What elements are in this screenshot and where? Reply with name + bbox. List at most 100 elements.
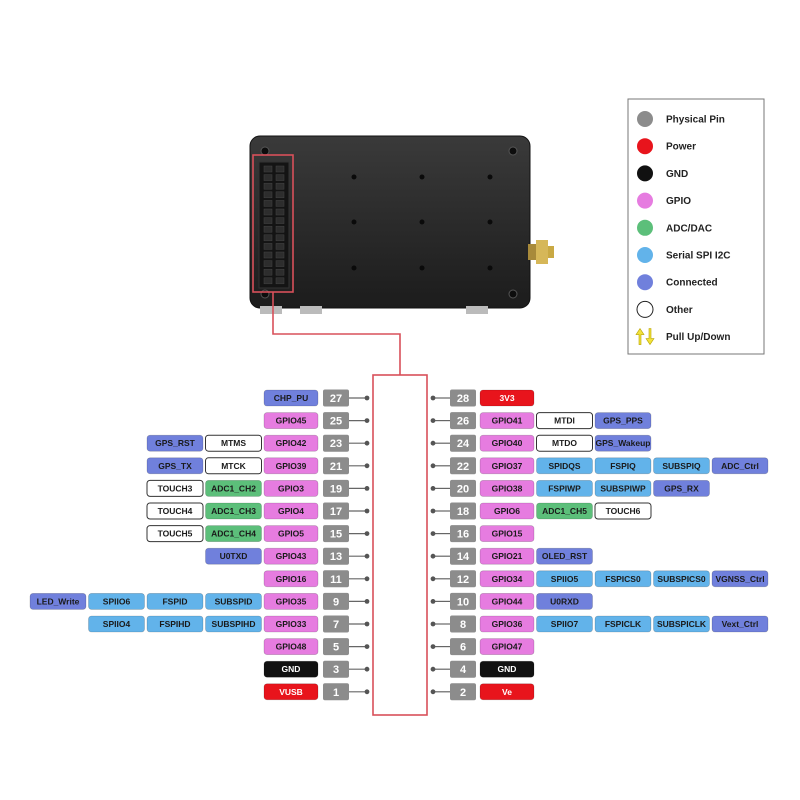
pin-number: 3 xyxy=(323,660,349,678)
pin-label: GPIO5 xyxy=(263,525,319,542)
pin-number: 1 xyxy=(323,683,349,701)
svg-text:GPIO43: GPIO43 xyxy=(276,551,307,561)
svg-text:GPIO47: GPIO47 xyxy=(492,642,523,652)
legend-swatch-other xyxy=(636,300,654,318)
pin-label: SUBSPICS0 xyxy=(653,570,710,588)
pin-row-28: 28 3V3 xyxy=(430,389,535,407)
legend-item-gpio: GPIO xyxy=(637,192,691,209)
legend-swatch-gpio xyxy=(637,192,653,209)
device-enclosure xyxy=(249,135,554,314)
svg-text:9: 9 xyxy=(333,596,339,608)
svg-text:GPIO16: GPIO16 xyxy=(276,574,307,584)
pin-number: 14 xyxy=(450,547,476,565)
pin-label: GPS_Wakeup xyxy=(594,434,652,452)
pin-header-connector xyxy=(258,161,290,289)
svg-text:SUBSPIHD: SUBSPIHD xyxy=(212,619,256,629)
pin-number: 5 xyxy=(323,638,349,656)
pin-label: ADC_Ctrl xyxy=(711,457,769,475)
pin-label: CHP_PU xyxy=(263,389,319,407)
svg-text:GPIO34: GPIO34 xyxy=(492,574,523,584)
svg-text:GPIO41: GPIO41 xyxy=(492,416,523,426)
pin-label: SUBSPIQ xyxy=(653,457,710,475)
pin-label: GPIO43 xyxy=(263,547,319,565)
pin-label: ADC1_CH5 xyxy=(536,502,593,520)
pin-label: MTCK xyxy=(205,457,262,475)
pin-label: U0RXD xyxy=(536,593,593,610)
legend-label: GND xyxy=(666,169,688,180)
svg-text:ADC1_CH4: ADC1_CH4 xyxy=(211,529,256,539)
svg-text:22: 22 xyxy=(457,461,469,473)
pin-number: 8 xyxy=(450,615,476,633)
svg-text:U0RXD: U0RXD xyxy=(550,596,579,606)
svg-text:GPS_RST: GPS_RST xyxy=(155,438,195,448)
pin-label: TOUCH5 xyxy=(146,525,204,543)
legend-label: Physical Pin xyxy=(666,115,725,126)
svg-text:GPIO35: GPIO35 xyxy=(276,596,307,606)
svg-text:FSPID: FSPID xyxy=(162,596,187,606)
svg-text:4: 4 xyxy=(460,664,467,676)
pin-label: GND xyxy=(263,660,319,678)
svg-text:SPIIO6: SPIIO6 xyxy=(103,596,131,606)
pin-label: GPIO21 xyxy=(479,547,535,565)
legend-swatch-serial xyxy=(637,247,653,263)
svg-text:27: 27 xyxy=(330,393,342,405)
pin-label: FSPICLK xyxy=(594,615,652,633)
svg-text:14: 14 xyxy=(457,551,470,563)
svg-text:SUBSPID: SUBSPID xyxy=(215,596,253,606)
pin-label: U0TXD xyxy=(205,547,262,565)
svg-text:SUBSPIQ: SUBSPIQ xyxy=(662,461,701,471)
pin-number: 16 xyxy=(450,525,476,543)
svg-text:TOUCH4: TOUCH4 xyxy=(158,506,193,516)
legend-swatch-connected xyxy=(637,274,653,291)
antenna-connector-icon xyxy=(528,240,554,264)
svg-text:2: 2 xyxy=(460,687,466,699)
pin-label: GPIO33 xyxy=(263,615,319,633)
svg-text:ADC1_CH3: ADC1_CH3 xyxy=(211,506,256,516)
legend-item-serial: Serial SPI I2C xyxy=(637,247,730,263)
svg-text:MTMS: MTMS xyxy=(221,438,246,448)
svg-text:26: 26 xyxy=(457,416,469,428)
svg-text:MTDI: MTDI xyxy=(554,416,575,426)
svg-text:GPIO40: GPIO40 xyxy=(492,438,523,448)
pin-number: 12 xyxy=(450,570,476,588)
svg-text:SUBSPICS0: SUBSPICS0 xyxy=(657,574,705,584)
svg-text:LED_Write: LED_Write xyxy=(37,596,80,606)
svg-text:12: 12 xyxy=(457,574,469,586)
pin-label: Vext_Ctrl xyxy=(711,615,769,633)
pin-label: FSPIWP xyxy=(536,480,593,497)
pin-number: 15 xyxy=(323,525,349,543)
svg-text:3V3: 3V3 xyxy=(499,393,514,403)
svg-text:28: 28 xyxy=(457,393,469,405)
pin-number: 22 xyxy=(450,457,476,475)
legend-label: ADC/DAC xyxy=(666,223,712,234)
pin-label: OLED_RST xyxy=(536,547,593,565)
svg-text:FSPIWP: FSPIWP xyxy=(548,483,581,493)
svg-text:GPS_PPS: GPS_PPS xyxy=(603,416,643,426)
svg-text:25: 25 xyxy=(330,416,342,428)
pin-row-26: 26 GPIO41 MTDI GPS_PPS xyxy=(430,412,652,430)
pin-number: 24 xyxy=(450,434,476,452)
svg-text:GND: GND xyxy=(282,664,301,674)
svg-text:FSPICLK: FSPICLK xyxy=(605,619,642,629)
pin-label: GPIO37 xyxy=(479,457,535,475)
svg-text:GPIO21: GPIO21 xyxy=(492,551,523,561)
svg-text:U0TXD: U0TXD xyxy=(220,551,248,561)
pin-label: GPIO44 xyxy=(479,593,535,610)
pin-label: TOUCH4 xyxy=(146,502,204,520)
svg-text:OLED_RST: OLED_RST xyxy=(542,551,588,561)
svg-text:GPS_TX: GPS_TX xyxy=(158,461,192,471)
pin-number: 20 xyxy=(450,479,476,497)
pin-label: Ve xyxy=(479,683,535,701)
legend-item-adc: ADC/DAC xyxy=(637,219,712,236)
pin-label: VUSB xyxy=(263,683,319,701)
svg-text:VGNSS_Ctrl: VGNSS_Ctrl xyxy=(715,574,764,584)
pin-label: GPIO36 xyxy=(479,615,535,633)
svg-text:19: 19 xyxy=(330,483,342,495)
